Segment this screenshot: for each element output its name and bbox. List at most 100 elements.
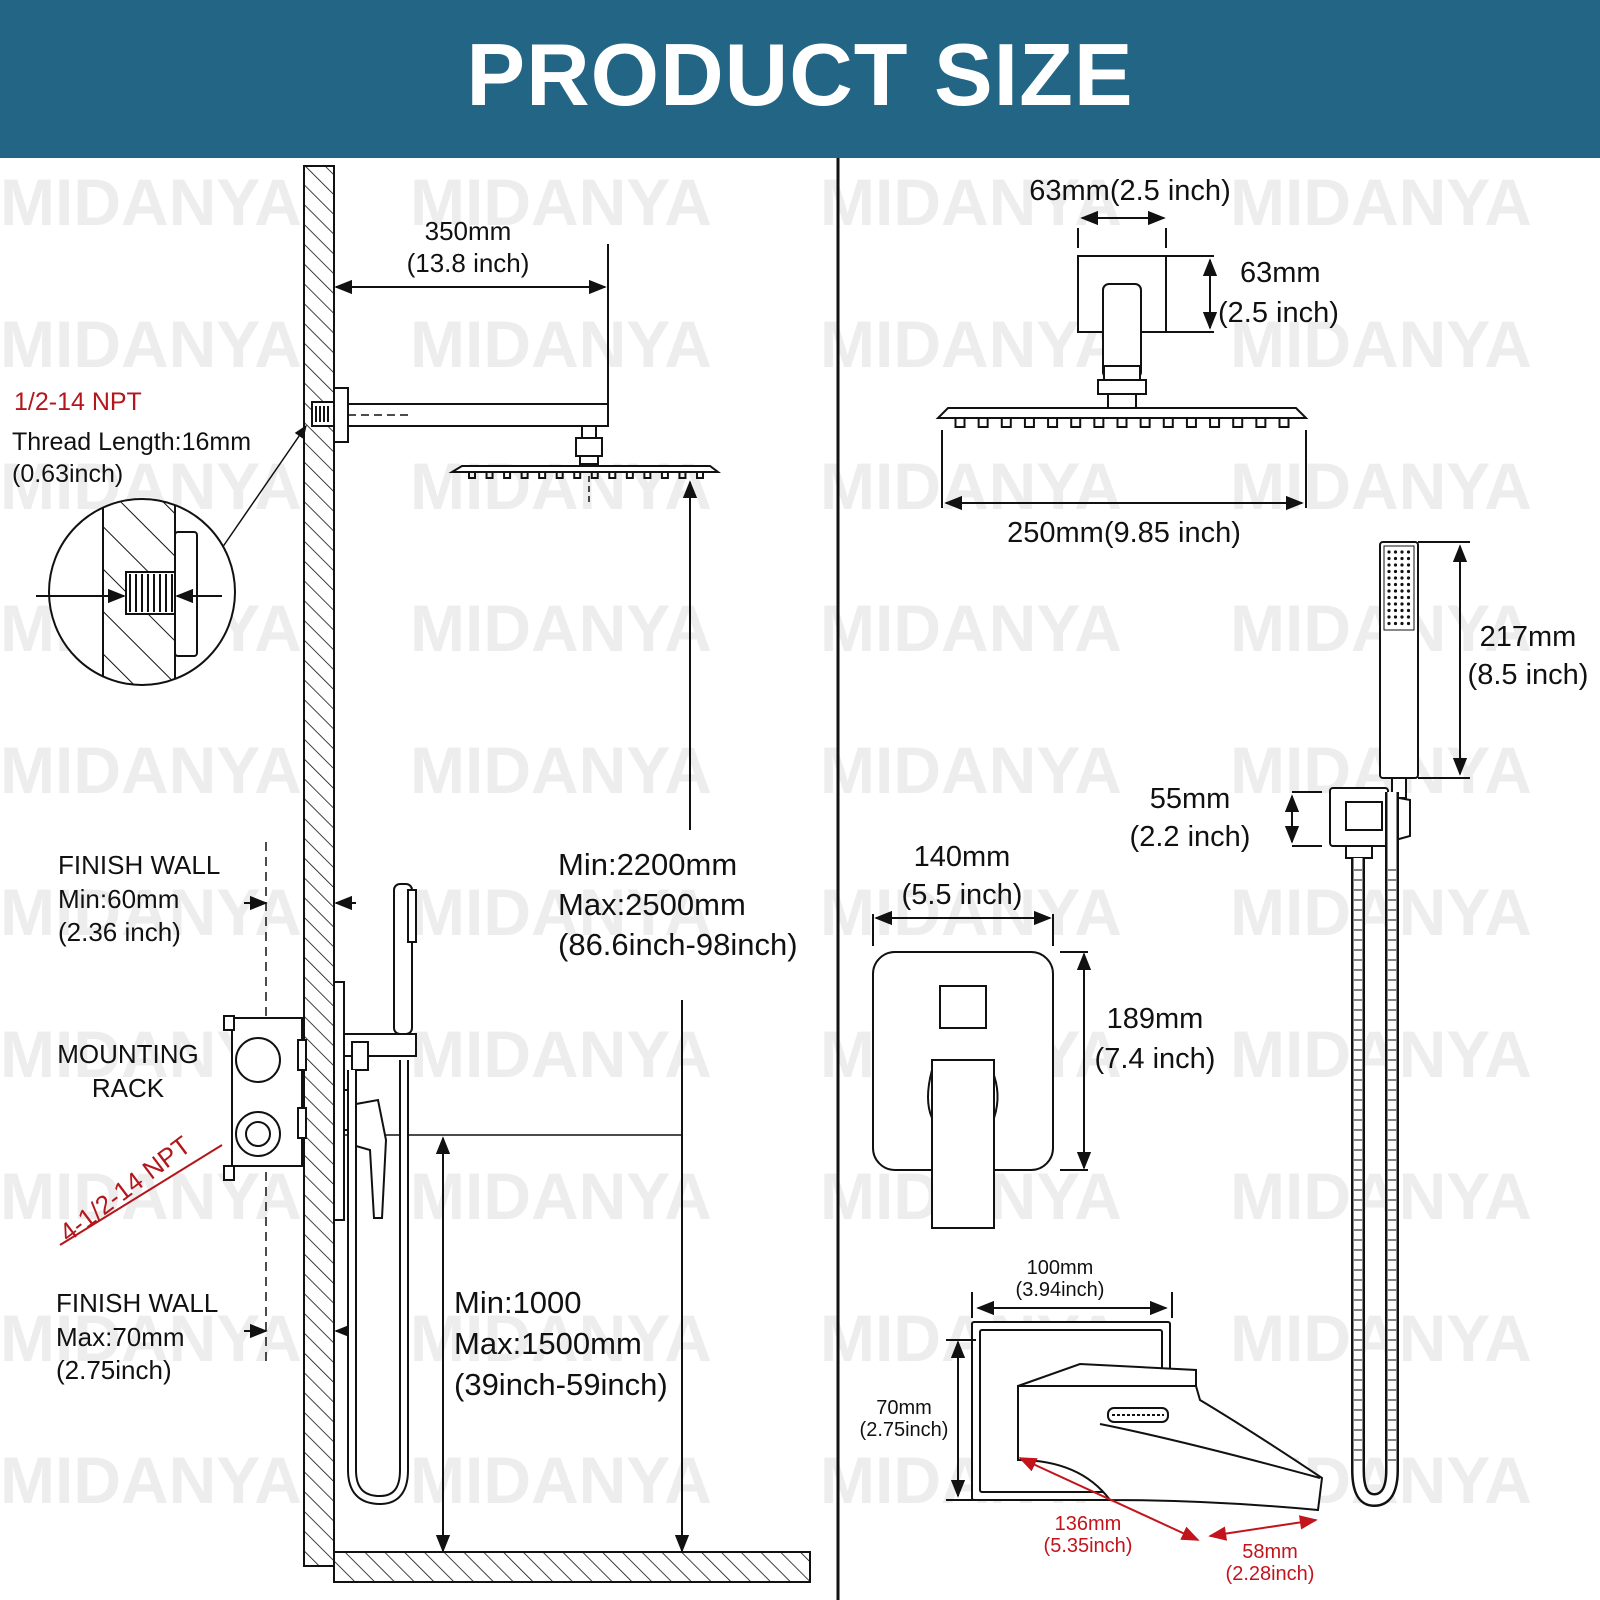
spray-hole xyxy=(1400,595,1404,600)
spray-hole xyxy=(1406,595,1411,600)
mounting-rack-line2: RACK xyxy=(92,1073,165,1103)
spray-hole xyxy=(1406,608,1411,613)
spray-hole xyxy=(1387,621,1391,626)
watermark-text: MIDANYA xyxy=(410,1017,712,1091)
spray-hole xyxy=(1387,582,1391,587)
watermark-text: MIDANYA xyxy=(410,1301,712,1375)
spout-plate-width-inch: (3.94inch) xyxy=(1016,1279,1105,1301)
watermark-text: MIDANYA xyxy=(0,165,302,239)
nozzle xyxy=(678,472,687,479)
spray-hole xyxy=(1400,556,1404,561)
trim-width-mm: 140mm xyxy=(914,841,1011,873)
page-title: PRODUCT SIZE xyxy=(466,25,1134,124)
watermark-text: MIDANYA xyxy=(0,1159,302,1233)
watermark-text: MIDANYA xyxy=(410,449,712,523)
spray-hole xyxy=(1406,582,1411,587)
nozzle xyxy=(1070,418,1082,428)
spray-hole xyxy=(1406,615,1411,619)
flange-height-inch: (2.5 inch) xyxy=(1218,297,1339,329)
nozzle xyxy=(573,472,582,479)
spray-hole xyxy=(1406,621,1411,626)
spray-hole xyxy=(1393,615,1398,619)
watermark-text: MIDANYA xyxy=(1230,1017,1532,1091)
watermark-text: MIDANYA xyxy=(410,591,712,665)
spray-hole xyxy=(1400,550,1404,554)
spray-hole xyxy=(1393,569,1398,574)
nozzle xyxy=(1139,418,1151,428)
watermark-text: MIDANYA xyxy=(410,307,712,381)
watermark-text: MIDANYA xyxy=(820,307,1122,381)
spray-hole xyxy=(1393,608,1398,613)
trim-plate-side xyxy=(333,981,345,1221)
nozzle xyxy=(1162,418,1174,428)
watermark-text: MIDANYA xyxy=(410,875,712,949)
spray-hole xyxy=(1406,576,1411,580)
nozzle xyxy=(1255,418,1267,428)
spray-hole xyxy=(1400,576,1404,580)
watermark-text: MIDANYA xyxy=(1230,165,1532,239)
spray-hole xyxy=(1387,563,1391,567)
head-width-label: 250mm(9.85 inch) xyxy=(1007,517,1241,549)
rain-shower-head-front xyxy=(935,407,1309,419)
watermark-text: MIDANYA xyxy=(410,1159,712,1233)
right-components-diagram xyxy=(872,210,1470,1541)
thread-length-inch: (0.63inch) xyxy=(12,460,123,488)
spray-hole xyxy=(1406,569,1411,574)
arm-length-mm: 350mm xyxy=(425,216,512,246)
spray-hole xyxy=(1400,621,1404,626)
nozzle xyxy=(1116,418,1128,428)
spray-hole xyxy=(1406,550,1411,554)
spray-hole xyxy=(1400,615,1404,619)
finish-wall-min-value: Min:60mm xyxy=(58,884,179,914)
spray-hole xyxy=(1387,602,1391,606)
trim-height-inch: (7.4 inch) xyxy=(1095,1043,1216,1075)
spray-hole xyxy=(1400,563,1404,567)
spout-width-mm: 58mm xyxy=(1242,1541,1298,1563)
watermark-text: MIDANYA xyxy=(820,449,1122,523)
nozzle xyxy=(468,472,476,479)
finish-wall-max-label: FINISH WALL xyxy=(56,1288,218,1318)
spray-hole xyxy=(1406,589,1411,593)
shower-height-inch: (86.6inch-98inch) xyxy=(558,927,798,962)
watermark-text: MIDANYA xyxy=(820,165,1122,239)
watermark-text: MIDANYA xyxy=(410,165,712,239)
valve-handle xyxy=(931,1059,995,1229)
spray-hole xyxy=(1393,602,1398,606)
watermark-text: MIDANYA xyxy=(0,733,302,807)
thread-title: 1/2-14 NPT xyxy=(14,388,142,416)
spout-plate-width-mm: 100mm xyxy=(1027,1257,1094,1279)
spray-hole xyxy=(1400,608,1404,613)
nozzle xyxy=(1209,418,1221,428)
nozzle xyxy=(590,472,599,479)
nozzle xyxy=(520,472,529,479)
watermark-text: MIDANYA xyxy=(1230,1301,1532,1375)
spray-hole xyxy=(1387,569,1391,574)
spray-hole xyxy=(1400,569,1404,574)
watermark-text: MIDANYA xyxy=(1230,1159,1532,1233)
nozzle xyxy=(1000,418,1012,428)
finish-wall-min-label: FINISH WALL xyxy=(58,850,220,880)
watermark-text: MIDANYA xyxy=(0,875,302,949)
spray-hole xyxy=(1400,589,1404,593)
header-banner: PRODUCT SIZE xyxy=(0,0,1600,158)
nozzle xyxy=(538,472,547,479)
spray-hole xyxy=(1387,550,1391,554)
spray-hole xyxy=(1406,556,1411,561)
valve-height-max: Max:1500mm xyxy=(454,1326,642,1361)
spout-plate-height-inch: (2.75inch) xyxy=(860,1419,949,1441)
watermark-text: MIDANYA xyxy=(0,1443,302,1517)
watermark-text: MIDANYA xyxy=(410,733,712,807)
spout-length-inch: (5.35inch) xyxy=(1044,1535,1133,1557)
nozzle xyxy=(503,472,512,479)
spray-hole xyxy=(1393,582,1398,587)
spray-hole xyxy=(1387,608,1391,613)
valve-height-min: Min:1000 xyxy=(454,1285,582,1320)
nozzle xyxy=(608,472,617,479)
spout-plate-height-mm: 70mm xyxy=(876,1397,932,1419)
arm-length-inch: (13.8 inch) xyxy=(407,248,530,278)
holder-inch: (2.2 inch) xyxy=(1130,821,1251,853)
spray-hole xyxy=(1387,615,1391,619)
handheld-length-inch: (8.5 inch) xyxy=(1468,659,1589,691)
flange-width-label: 63mm(2.5 inch) xyxy=(1029,175,1230,207)
